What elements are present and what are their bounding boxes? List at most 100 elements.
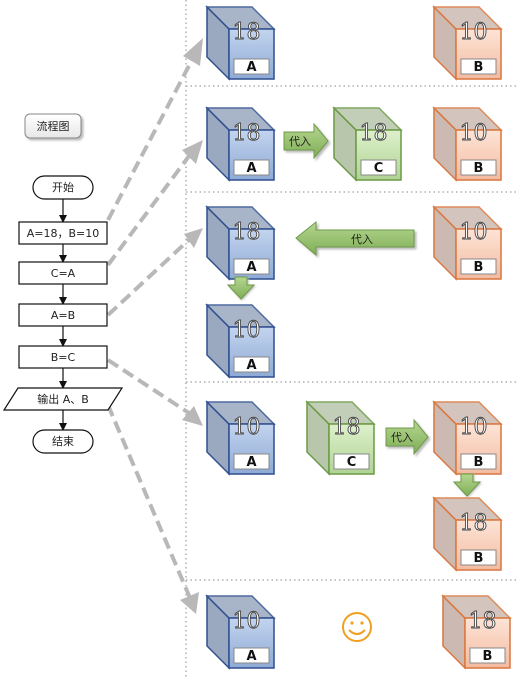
step-b-c-label: B=C bbox=[51, 351, 76, 364]
box-value: 18 bbox=[333, 415, 361, 440]
box-label: A bbox=[246, 649, 256, 664]
box-label: B bbox=[474, 60, 484, 75]
flowchart-text: 开始 A=18，B=10 C=A A=B B=C 输出 A、B 结束 bbox=[27, 180, 100, 448]
step-c-a-label: C=A bbox=[51, 267, 76, 280]
connector-head-1 bbox=[183, 38, 203, 66]
box-label: A bbox=[246, 358, 256, 373]
box-label-plate bbox=[460, 549, 497, 566]
box-s3-box_b: 10B bbox=[432, 205, 503, 281]
connector-head-3 bbox=[184, 228, 203, 248]
connector-head-5 bbox=[180, 592, 199, 614]
box-label-plate bbox=[460, 58, 497, 75]
output-node bbox=[2, 387, 124, 411]
box-s4-box_a: 10A bbox=[205, 400, 276, 476]
arrow-s2-a-to-c bbox=[283, 122, 329, 160]
end-node bbox=[32, 429, 94, 454]
box-value: 18 bbox=[233, 220, 261, 245]
smiley-icon bbox=[342, 612, 372, 642]
box-label-plate bbox=[460, 258, 497, 275]
step-b-c-node bbox=[18, 345, 108, 369]
box-value: 10 bbox=[460, 121, 488, 146]
box-value: 10 bbox=[233, 609, 261, 634]
start-node bbox=[32, 175, 94, 200]
box-s4-box_c: 18C bbox=[305, 400, 376, 476]
box-label-plate bbox=[333, 453, 370, 470]
step-a-b-node bbox=[18, 303, 108, 327]
dashed-connector-heads bbox=[180, 38, 203, 614]
box-value: 10 bbox=[233, 318, 261, 343]
box-value: 18 bbox=[233, 121, 261, 146]
box-value: 18 bbox=[360, 121, 388, 146]
box-value: 18 bbox=[233, 20, 261, 45]
box-label: B bbox=[483, 649, 493, 664]
box-label: B bbox=[474, 455, 484, 470]
arrow-s2-label: 代入 bbox=[289, 135, 311, 148]
flowchart-title: 流程图 bbox=[24, 113, 82, 139]
box-label-plate bbox=[460, 453, 497, 470]
box-s4-box_b_new: 18B bbox=[432, 496, 503, 572]
connector-head-2 bbox=[182, 140, 203, 164]
box-s5-box_a: 10A bbox=[205, 594, 276, 670]
box-value: 18 bbox=[469, 609, 497, 634]
box-value: 10 bbox=[460, 415, 488, 440]
box-label: B bbox=[474, 161, 484, 176]
step-assign-node bbox=[18, 221, 108, 245]
connector-2 bbox=[106, 150, 194, 267]
end-label: 结束 bbox=[52, 435, 74, 448]
arrow-s3-label: 代入 bbox=[351, 233, 373, 246]
box-s2-box_a: 18A bbox=[205, 106, 276, 182]
box-s1-box_b: 10B bbox=[432, 5, 503, 81]
box-s2-box_b: 10B bbox=[432, 106, 503, 182]
connector-5 bbox=[106, 404, 192, 599]
box-label-plate bbox=[233, 58, 270, 75]
box-value: 18 bbox=[460, 511, 488, 536]
arrow-s4-c-to-b bbox=[385, 418, 429, 456]
arrow-s4-label: 代入 bbox=[391, 431, 413, 444]
box-label: A bbox=[246, 455, 256, 470]
arrow-s3-down bbox=[226, 276, 256, 300]
dashed-connectors bbox=[106, 59, 194, 599]
box-label-plate bbox=[233, 159, 270, 176]
box-label: C bbox=[374, 161, 384, 176]
start-label: 开始 bbox=[52, 180, 74, 194]
substitution-arrows bbox=[226, 122, 482, 497]
box-label-plate bbox=[233, 647, 270, 664]
flowchart bbox=[2, 175, 124, 454]
box-label: C bbox=[347, 455, 357, 470]
box-value: 10 bbox=[460, 20, 488, 45]
box-s3-box_a_new: 10A bbox=[205, 303, 276, 379]
variable-boxes: 18A10B18A18C10B18A10B10A10A18C10B18B10A1… bbox=[205, 5, 512, 670]
step-assign-label: A=18，B=10 bbox=[27, 227, 100, 240]
box-s2-box_c: 18C bbox=[332, 106, 403, 182]
step-a-b-label: A=B bbox=[51, 309, 75, 322]
box-label: A bbox=[246, 60, 256, 75]
connector-head-4 bbox=[182, 406, 203, 426]
box-label-plate bbox=[233, 453, 270, 470]
box-label: A bbox=[246, 260, 256, 275]
box-s5-box_b: 18B bbox=[441, 594, 512, 670]
box-s3-box_a: 18A bbox=[205, 205, 276, 281]
box-value: 10 bbox=[460, 220, 488, 245]
substitution-arrow-labels: 代入 代入 代入 bbox=[289, 135, 413, 444]
connector-1 bbox=[106, 59, 194, 221]
arrow-s3-b-to-a bbox=[295, 220, 415, 257]
box-label-plate bbox=[233, 258, 270, 275]
box-s1-box_a: 18A bbox=[205, 5, 276, 81]
step-c-a-node bbox=[18, 261, 108, 285]
box-label: A bbox=[246, 161, 256, 176]
connector-4 bbox=[106, 358, 194, 417]
output-label: 输出 A、B bbox=[37, 392, 89, 406]
connector-3 bbox=[106, 235, 194, 317]
box-label: B bbox=[474, 551, 484, 566]
box-label-plate bbox=[233, 356, 270, 373]
box-label-plate bbox=[460, 159, 497, 176]
section-separators bbox=[185, 0, 518, 677]
title-text: 流程图 bbox=[37, 119, 70, 133]
box-label: B bbox=[474, 260, 484, 275]
box-label-plate bbox=[360, 159, 397, 176]
box-s4-box_b: 10B bbox=[432, 400, 503, 476]
box-value: 10 bbox=[233, 415, 261, 440]
box-label-plate bbox=[469, 647, 506, 664]
arrow-s4-down bbox=[452, 473, 482, 497]
